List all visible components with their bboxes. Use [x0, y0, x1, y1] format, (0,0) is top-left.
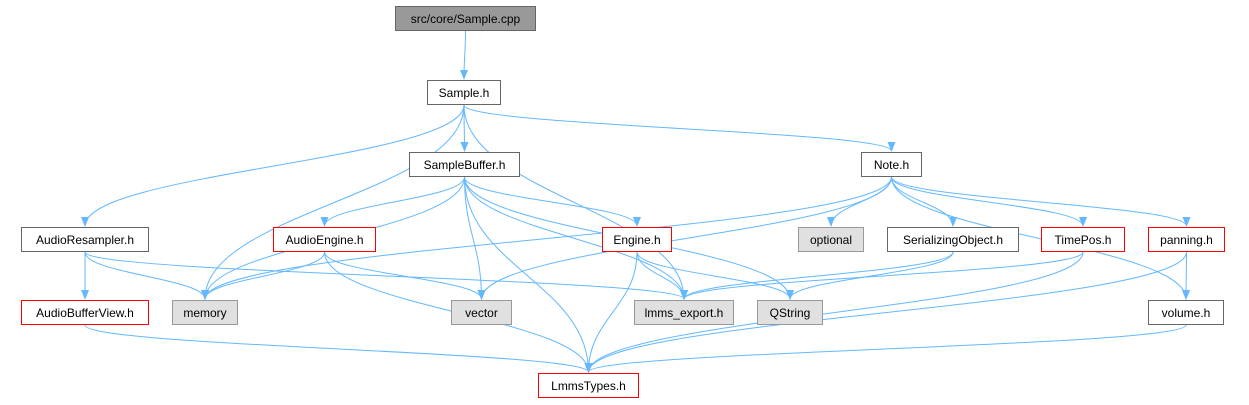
edge-panning-h-to-lmmstypes-h: [584, 251, 1187, 373]
node-optional: optional: [798, 227, 864, 252]
edge-note-h-to-memory: [201, 176, 892, 300]
edge-sample-h-to-audioresampler-h: [81, 104, 465, 227]
node-memory: memory: [172, 300, 238, 325]
node-root-sample-cpp: src/core/Sample.cpp: [395, 6, 536, 31]
edge-note-h-to-timepos-h: [891, 176, 1087, 227]
edge-engine-h-to-lmmstypes-h: [584, 251, 638, 373]
edge-note-h-to-optional: [827, 176, 892, 227]
node-qstring: QString: [757, 300, 823, 325]
node-sample-h[interactable]: Sample.h: [427, 80, 501, 105]
edge-note-h-to-serializingobject-h: [891, 176, 957, 227]
edge-samplebuffer-h-to-engine-h: [464, 176, 641, 227]
edge-timepos-h-to-lmmstypes-h: [584, 251, 1084, 373]
edge-engine-h-to-qstring: [636, 251, 794, 300]
edge-samplebuffer-h-to-lmms-export-h: [464, 176, 688, 300]
edge-root-to-sample-h: [460, 30, 469, 80]
node-lmms-export-h: lmms_export.h: [634, 300, 734, 325]
edge-note-h-to-panning-h: [891, 176, 1191, 227]
edge-samplebuffer-h-to-audioengine-h: [320, 176, 465, 227]
node-panning-h[interactable]: panning.h: [1148, 227, 1225, 252]
edge-audioengine-h-to-vector: [324, 251, 486, 300]
node-serializingobject-h[interactable]: SerializingObject.h: [887, 227, 1019, 252]
edge-sample-h-to-lmms-export-h: [463, 104, 688, 300]
edge-note-h-to-volume-h: [891, 176, 1190, 300]
node-volume-h[interactable]: volume.h: [1148, 300, 1224, 325]
edge-audioresampler-h-to-memory: [84, 251, 209, 300]
edge-timepos-h-to-lmms-export-h: [680, 251, 1084, 300]
node-timepos-h[interactable]: TimePos.h: [1041, 227, 1125, 252]
node-lmmstypes-h[interactable]: LmmsTypes.h: [538, 373, 639, 398]
node-engine-h[interactable]: Engine.h: [602, 227, 672, 252]
edge-samplebuffer-h-to-lmmstypes-h: [464, 176, 593, 373]
edge-serializingobject-h-to-lmms-export-h: [680, 251, 954, 300]
edges-layer: [81, 30, 1191, 373]
node-audioresampler-h[interactable]: AudioResampler.h: [21, 227, 149, 252]
node-samplebuffer-h[interactable]: SampleBuffer.h: [409, 152, 520, 177]
edge-audiobufferview-h-to-lmmstypes-h: [84, 324, 593, 373]
edge-samplebuffer-h-to-vector: [464, 176, 486, 300]
edge-audioengine-h-to-memory: [201, 251, 325, 300]
edge-panning-h-to-volume-h: [1182, 251, 1191, 300]
edge-sample-h-to-memory: [201, 104, 465, 300]
node-audiobufferview-h[interactable]: AudioBufferView.h: [21, 300, 149, 325]
edge-serializingobject-h-to-qstring: [786, 251, 954, 300]
node-note-h[interactable]: Note.h: [861, 152, 922, 177]
edge-sample-h-to-note-h: [463, 104, 896, 152]
edge-audioresampler-h-to-lmms-export-h: [84, 251, 688, 300]
node-vector: vector: [451, 300, 512, 325]
edge-volume-h-to-lmmstypes-h: [584, 324, 1187, 373]
node-audioengine-h[interactable]: AudioEngine.h: [273, 227, 376, 252]
